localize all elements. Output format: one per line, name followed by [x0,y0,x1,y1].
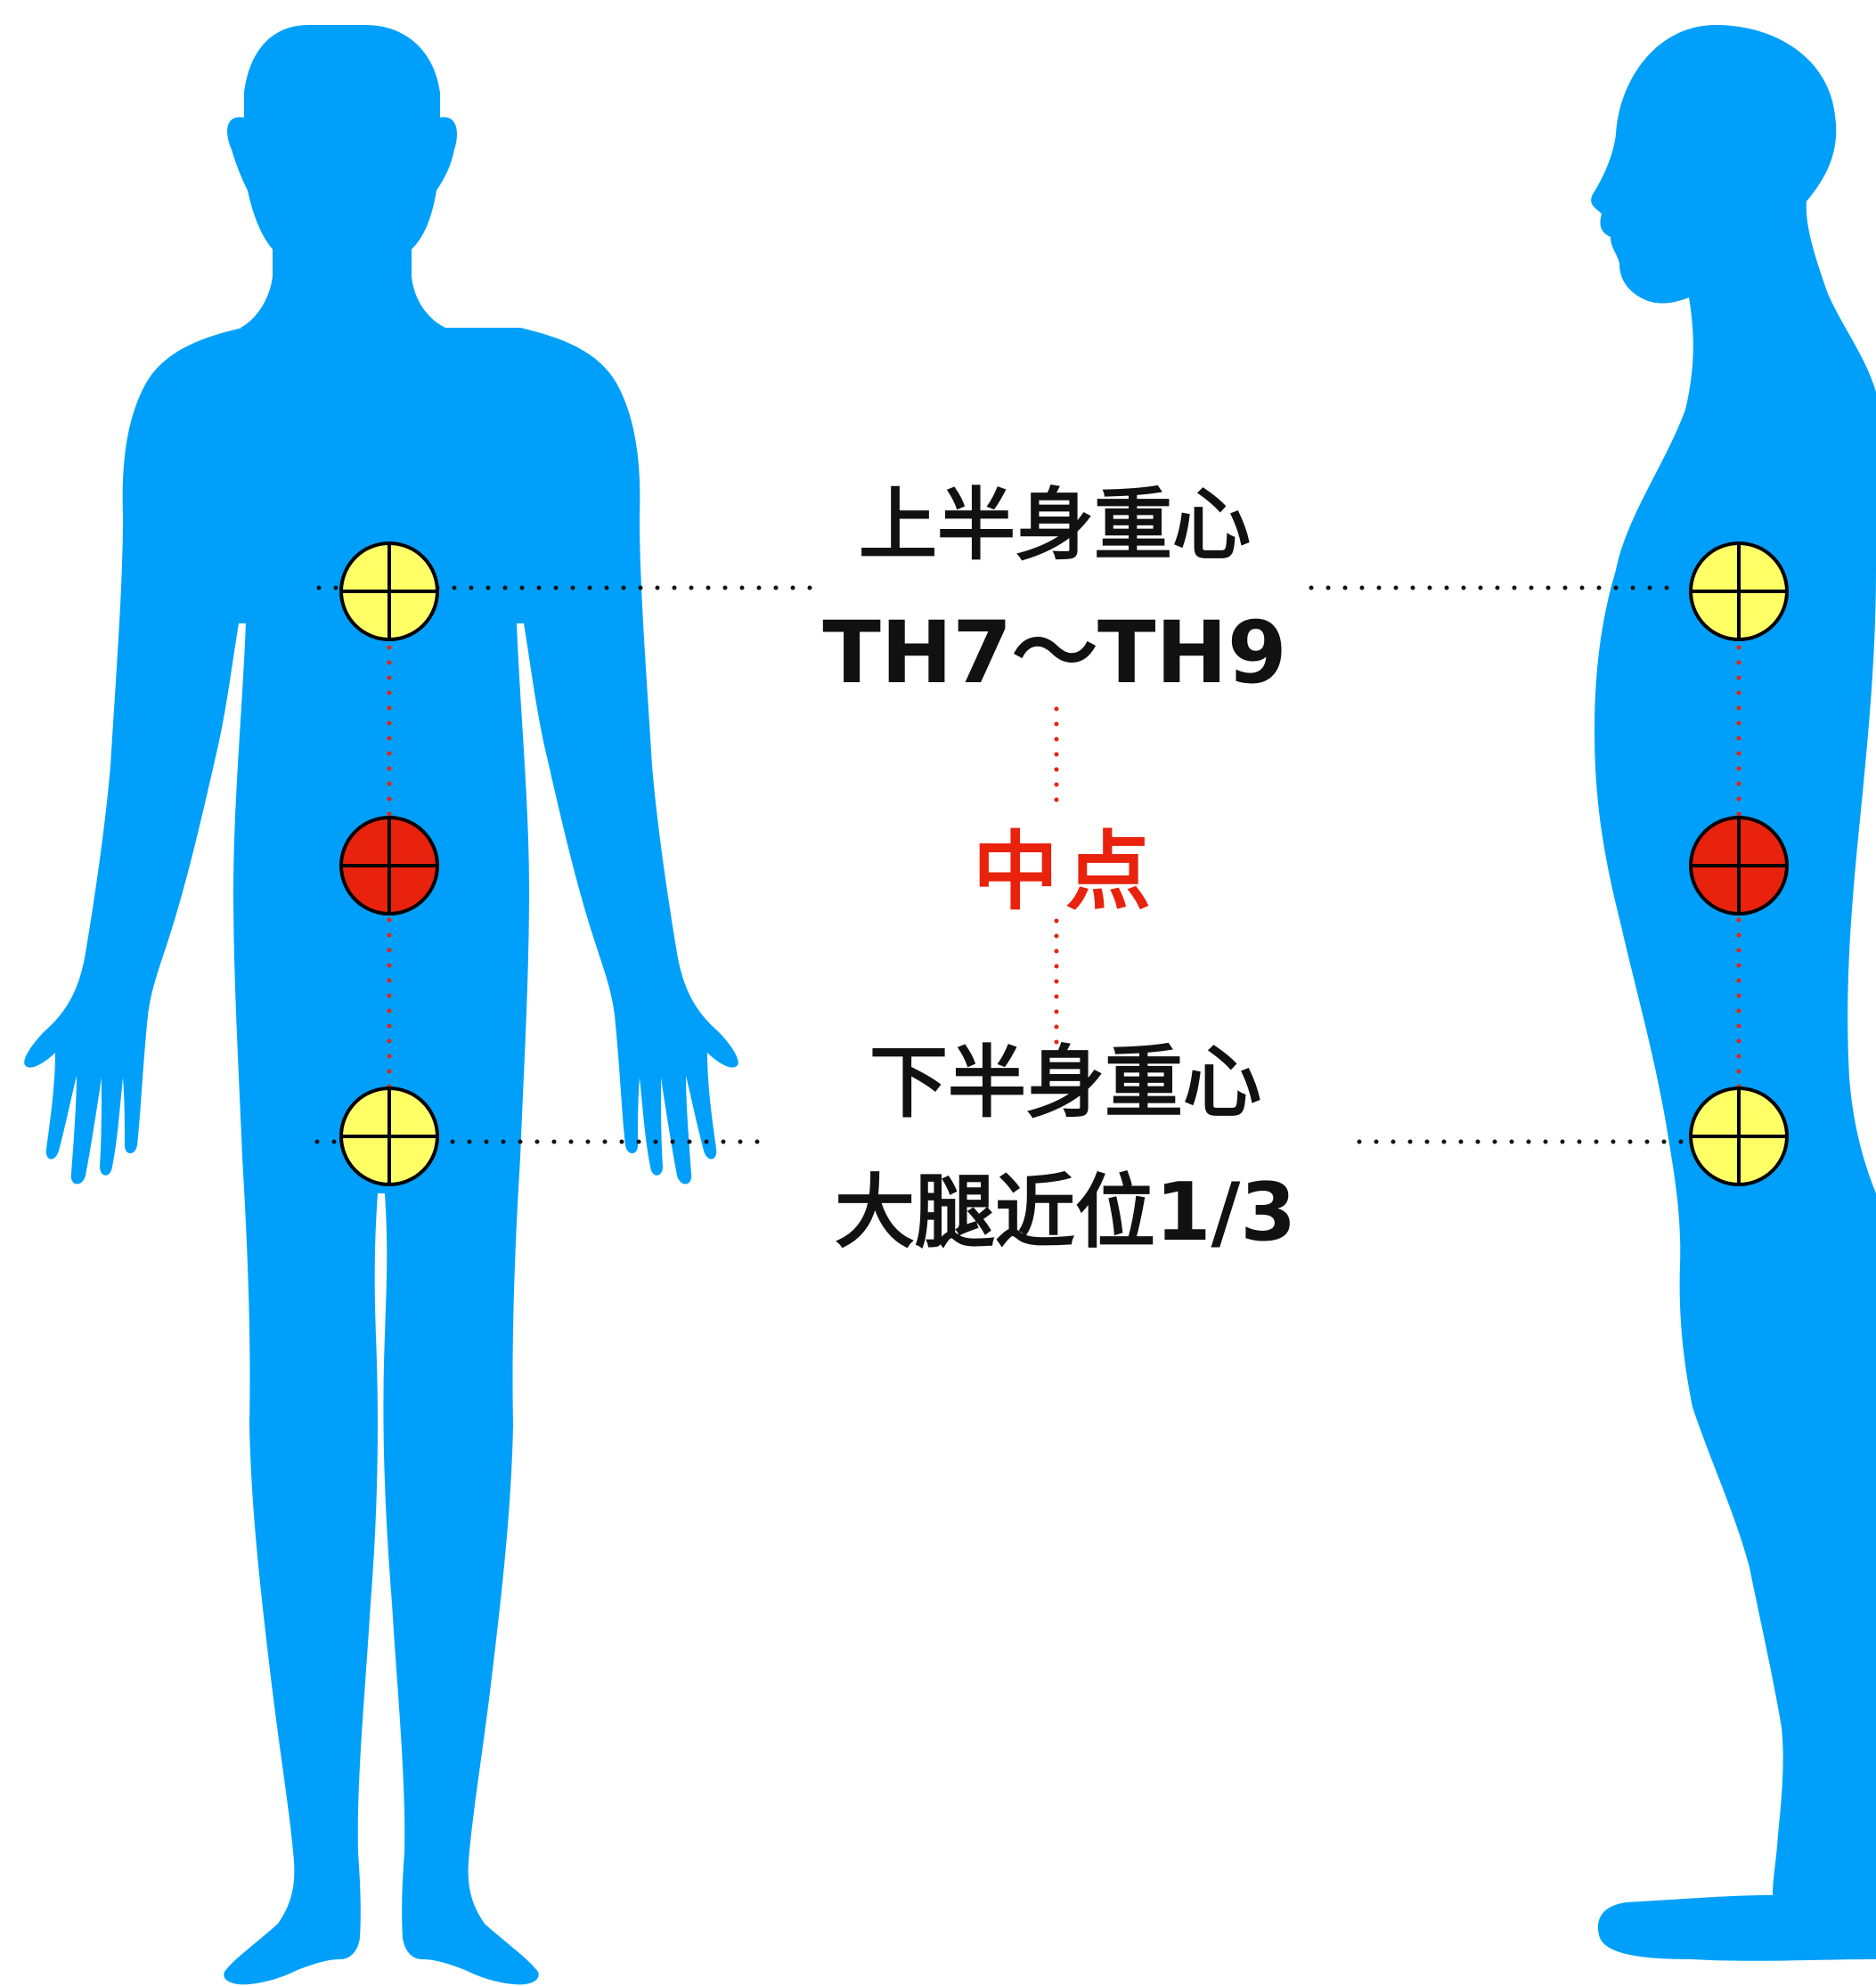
side-lower-cog-icon [1689,1087,1789,1186]
upper-cog-title: 上半身重心 [859,479,1251,571]
lower-cog-title: 下半身重心 [869,1037,1261,1128]
center-of-gravity-markers [339,541,1789,1186]
side-midpoint-cog-icon [1689,816,1789,916]
front-midpoint-cog-icon [339,816,439,916]
side-head-and-body [1591,24,1876,1961]
lower-cog-thigh-position: 大腿近位1/3 [835,1166,1296,1259]
front-lower-cog-icon [339,1087,439,1186]
front-upper-cog-icon [339,541,439,641]
midpoint-label: 中点 [973,822,1158,922]
labels: 上半身重心 TH7〜TH9 中点 下半身重心 大腿近位1/3 [822,479,1296,1259]
side-upper-cog-icon [1689,541,1789,641]
side-body-silhouette [1591,24,1876,1961]
upper-cog-vertebra-range: TH7〜TH9 [822,603,1286,703]
front-head [227,25,457,328]
guide-lines [314,585,1741,1144]
front-body-silhouette [24,25,738,1985]
